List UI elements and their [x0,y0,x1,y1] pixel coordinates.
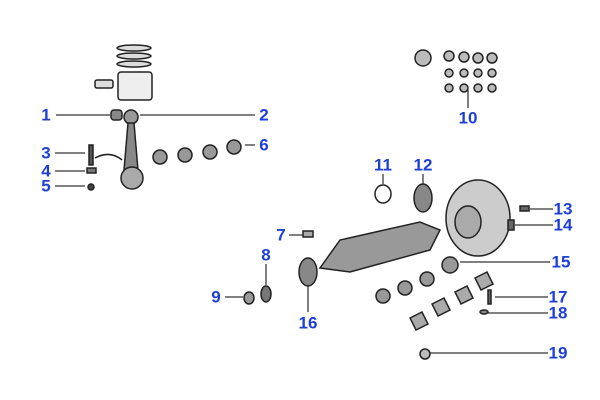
callout-5: 5 [41,176,51,196]
main-bearings-icon [375,256,459,304]
callout-15: 15 [551,252,571,272]
callout-11: 11 [374,155,392,175]
piston-rings-icon [116,44,152,68]
main-bearing-caps-icon [408,270,495,332]
dowel-icon [479,309,489,315]
callout-3: 3 [41,143,51,163]
bolt-icon [88,144,94,166]
leader-lines [55,90,553,354]
callout-6: 6 [259,135,269,155]
conrod-beam-icon [123,122,139,171]
callout-7: 7 [276,225,286,245]
conrod-big-end-icon [120,166,144,190]
piston-icon [117,71,153,101]
callout-19: 19 [548,343,568,363]
washers-set-icon [414,49,498,93]
callout-14: 14 [553,215,573,235]
stud-icon [487,289,492,305]
callout-13: 13 [553,199,573,219]
washer-icon [243,291,255,305]
bushing-icon [110,109,123,121]
front-seal-icon [298,257,318,287]
callout-17: 17 [548,287,568,307]
callout-1: 1 [41,105,51,125]
piston-pin-icon [94,79,114,89]
big-end-bearings-icon [152,139,242,165]
callout-16: 16 [298,313,318,333]
flywheel-bolt-icon [519,205,530,212]
callout-18: 18 [548,303,568,323]
plug-icon [419,348,431,360]
callout-2: 2 [259,105,269,125]
callout-8: 8 [261,245,271,265]
lock-washer-icon [507,219,515,231]
conrod-small-end-icon [123,109,139,125]
callout-4: 4 [41,161,51,181]
callout-12: 12 [413,155,433,175]
key-icon [302,230,314,238]
callout-9: 9 [211,287,221,307]
crankshaft-icon [318,221,442,273]
nut-icon [87,183,95,191]
circlip-icon [374,184,392,204]
lock-plate-icon [86,167,97,174]
callout-10: 10 [458,108,478,128]
spacer-icon [260,285,272,303]
oil-seal-icon [413,183,433,213]
